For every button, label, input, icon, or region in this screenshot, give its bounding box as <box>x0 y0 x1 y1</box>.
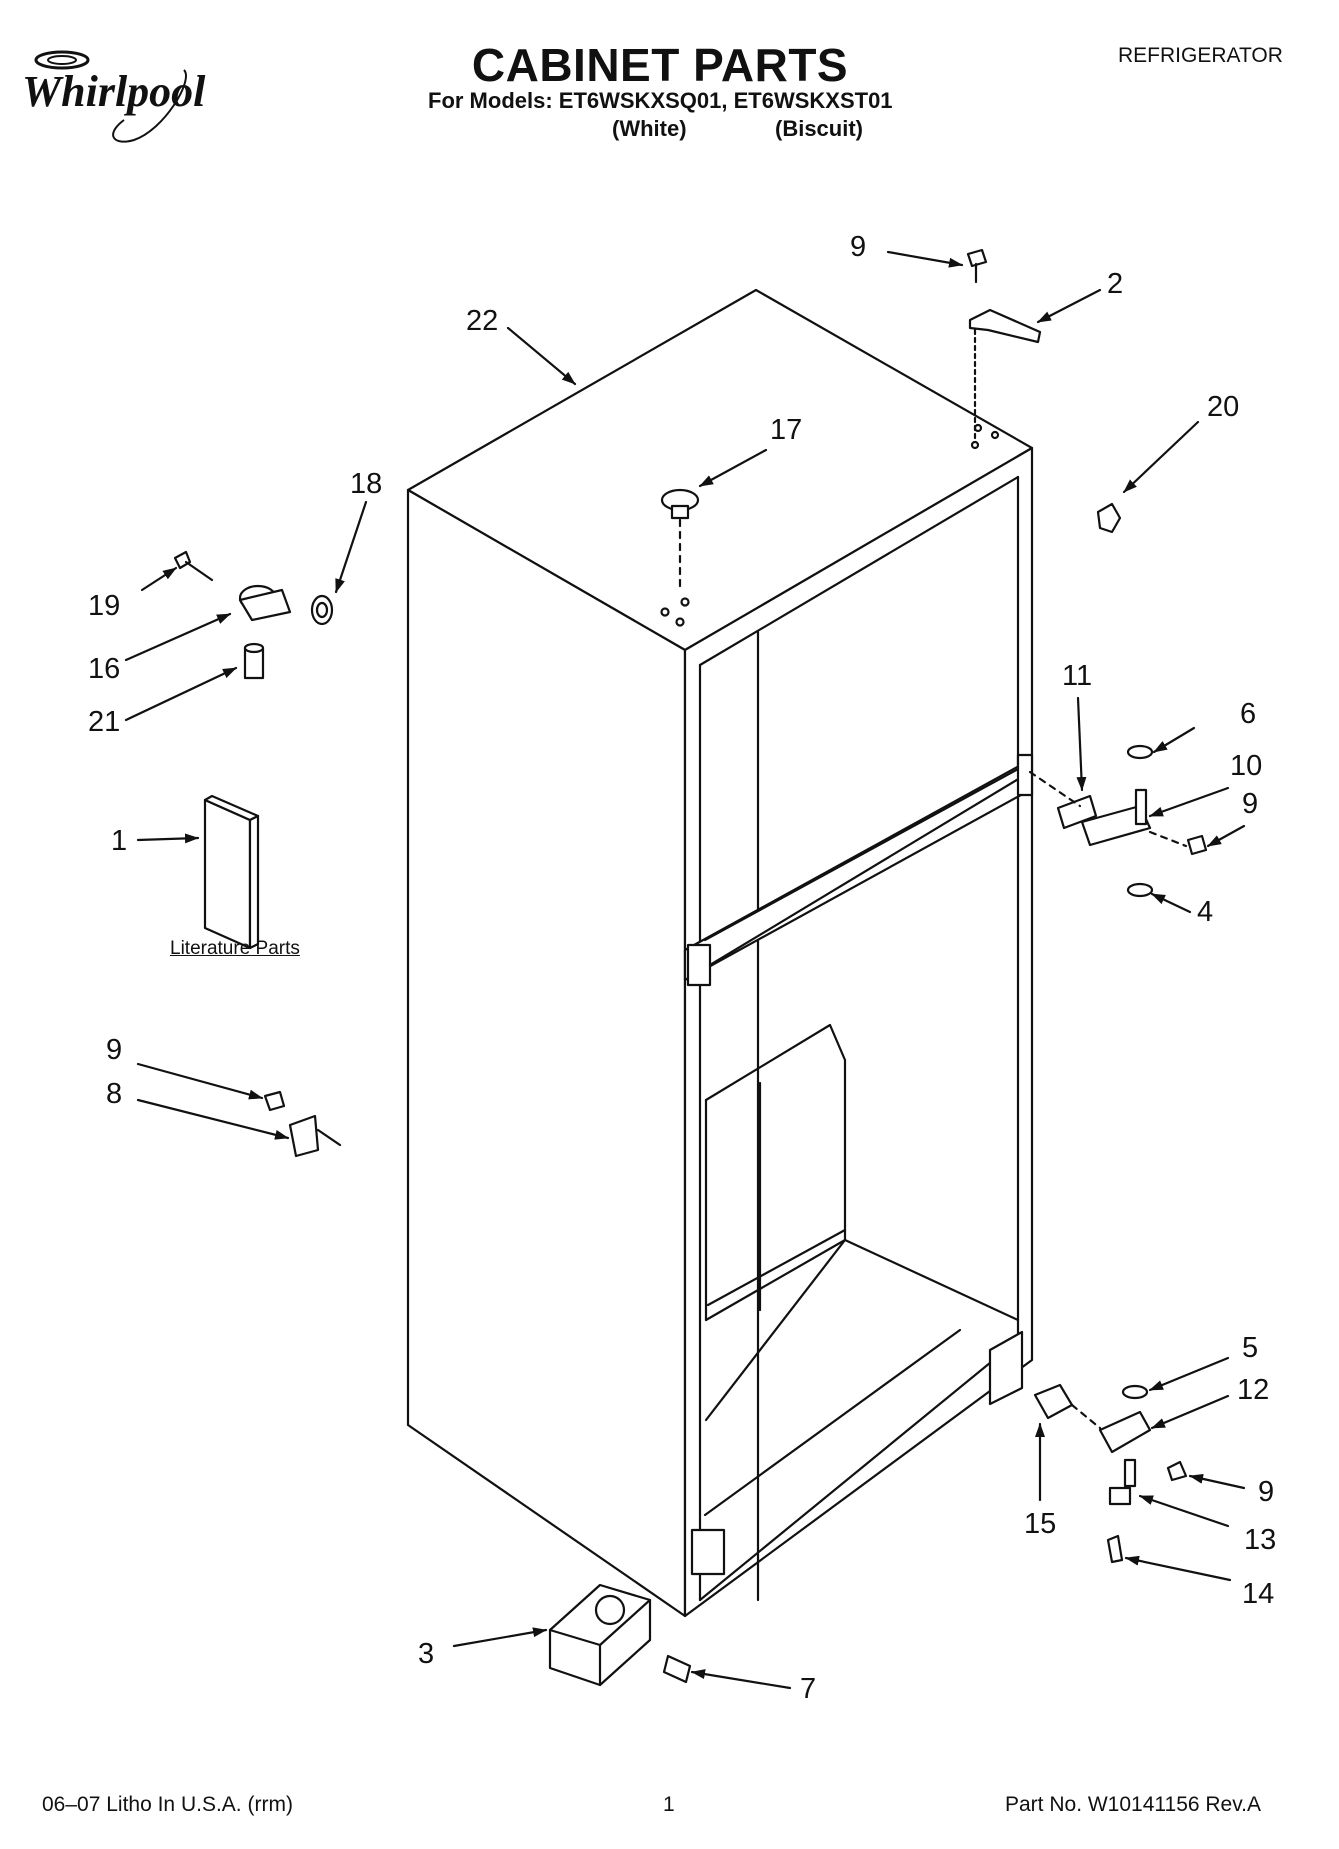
screw-top <box>966 248 988 284</box>
hinge-cover <box>1096 502 1122 534</box>
callout-10: 10 <box>1230 750 1263 782</box>
callout-7: 7 <box>800 1673 817 1705</box>
callout-9d: 9 <box>1258 1476 1275 1508</box>
callout-18: 18 <box>350 468 383 500</box>
color-white: (White) <box>612 116 687 141</box>
middle-hinge-assembly <box>1028 744 1208 898</box>
literature-parts-caption: Literature Parts <box>170 938 300 959</box>
callout-9: 9 <box>850 231 867 263</box>
page-number: 1 <box>663 1793 675 1816</box>
bottom-hinge-assembly <box>1033 1383 1188 1564</box>
callout-20: 20 <box>1207 391 1240 423</box>
literature-book <box>203 794 260 950</box>
callout-8: 8 <box>106 1078 123 1110</box>
callout-12: 12 <box>1237 1374 1270 1406</box>
brand-wordmark: Whirlpool <box>22 67 206 116</box>
callout-19: 19 <box>88 590 121 622</box>
callout-3: 3 <box>418 1638 435 1670</box>
callout-16: 16 <box>88 653 121 685</box>
callout-9b: 9 <box>1242 788 1259 820</box>
callout-5: 5 <box>1242 1332 1259 1364</box>
footer-litho: 06–07 Litho In U.S.A. (rrm) <box>42 1793 293 1816</box>
callout-22: 22 <box>466 305 499 337</box>
category-label: REFRIGERATOR <box>1118 44 1283 67</box>
whirlpool-logo: Whirlpool <box>22 50 206 143</box>
plug-button <box>660 488 700 592</box>
callout-14: 14 <box>1242 1578 1275 1610</box>
top-hinge-bracket <box>968 308 1042 442</box>
callout-2: 2 <box>1107 268 1124 300</box>
callout-1: 1 <box>111 825 128 857</box>
left-hinge-pin <box>263 1090 342 1158</box>
callout-13: 13 <box>1244 1524 1277 1556</box>
callout-11: 11 <box>1062 660 1093 692</box>
callout-6: 6 <box>1240 698 1257 730</box>
color-biscuit: (Biscuit) <box>775 116 863 141</box>
part-number: Part No. W10141156 Rev.A <box>1005 1793 1262 1816</box>
models-line: For Models: ET6WSKXSQ01, ET6WSKXST01 <box>428 88 893 113</box>
callout-4: 4 <box>1197 896 1214 928</box>
callout-21: 21 <box>88 706 121 738</box>
roller-assembly <box>548 1583 692 1687</box>
page-title: CABINET PARTS <box>471 39 849 91</box>
callout-9c: 9 <box>106 1034 123 1066</box>
callout-17: 17 <box>770 414 803 446</box>
callout-15: 15 <box>1024 1508 1057 1540</box>
left-leveler-assembly <box>173 550 334 680</box>
cabinet-shell <box>406 288 1034 1618</box>
